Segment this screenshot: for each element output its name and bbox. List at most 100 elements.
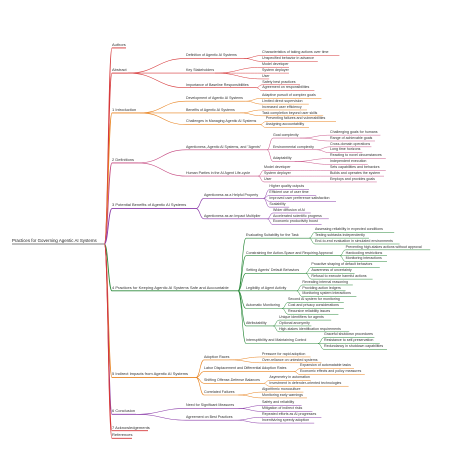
branch-4-child-0: Agenticness as a Helpful Property bbox=[204, 193, 259, 198]
branch-6-child-3: Correlated Failures bbox=[204, 389, 235, 394]
leaf-2-2-1: Assigning accountability bbox=[265, 122, 305, 127]
leaf-1-0-0: Characteristics of taking actions over t… bbox=[262, 50, 329, 55]
leaf-link-3-0-0-1 bbox=[299, 137, 331, 142]
child-link-1-0-0 bbox=[243, 55, 263, 59]
leaf-3-1-1: System deployer bbox=[264, 170, 291, 175]
leaf-1-2-0: Safety best practices bbox=[262, 79, 296, 84]
root-link-9 bbox=[103, 243, 113, 439]
subleaf-3-1-2-0: Employs and provides goals bbox=[330, 176, 375, 181]
child-link-5-4-2 bbox=[281, 308, 289, 315]
branch-5-child-2: Setting Agents' Default Behaviors bbox=[246, 268, 300, 273]
leaf-link-3-0-2-0 bbox=[294, 158, 331, 162]
leaf-2-0-0: Adaptive pursuit of complex goals bbox=[262, 93, 316, 98]
child-link-5-2-2 bbox=[305, 273, 312, 280]
leaf-5-6-2: Redundancy in shutdown capabilities bbox=[324, 344, 384, 349]
child-link-7-1-1 bbox=[234, 419, 263, 424]
leaf-6-2-0: Asymmetry in automation bbox=[269, 375, 310, 380]
child-link-3-0-2 bbox=[266, 149, 274, 162]
branch-link-5-6 bbox=[237, 290, 247, 344]
branch-link-7-0 bbox=[135, 408, 187, 415]
subleaf-3-0-1-0: Cross-domain operations bbox=[330, 141, 371, 146]
leaf-4-1-2: Economic productivity boost bbox=[273, 219, 318, 224]
child-link-5-0-2 bbox=[308, 237, 316, 245]
branch-5-child-4: Automatic Monitoring bbox=[246, 303, 280, 308]
subleaf-3-0-0-1: Range of achievable goals bbox=[330, 135, 373, 140]
root-link-5 bbox=[103, 243, 113, 292]
leaf-5-3-1: Providing action ledgers bbox=[302, 285, 341, 290]
branch-link-7-1 bbox=[135, 414, 187, 421]
child-link-2-0-0 bbox=[245, 98, 263, 102]
leaf-5-2-1: Awareness of uncertainty bbox=[311, 268, 352, 273]
child-link-2-0-1 bbox=[245, 100, 263, 105]
branch-link-4-1 bbox=[195, 208, 205, 220]
branch-5-child-0: Evaluating Suitability for the Task bbox=[246, 232, 299, 237]
branch-9: References bbox=[112, 432, 133, 438]
subleaf-3-0-2-1: Independent execution bbox=[330, 159, 367, 164]
subleaf-3-1-1-0: Builds and operates the system bbox=[330, 170, 381, 175]
branch-3-child-1: Human Parties in the AI Agent Life-cycle bbox=[186, 170, 251, 175]
child-link-6-3-1 bbox=[238, 394, 263, 399]
child-link-2-1-1 bbox=[239, 112, 263, 117]
child-link-1-2-1 bbox=[256, 87, 263, 91]
branch-2-child-0: Development of Agentic AI Systems bbox=[186, 95, 243, 100]
branch-link-2-0 bbox=[139, 100, 187, 114]
leaf-1-1-1: System deployer bbox=[262, 67, 289, 72]
leaf-3-0-0: Goal complexity bbox=[273, 132, 299, 137]
branch-4-child-1: Agenticness as an Impact Multiplier bbox=[204, 213, 261, 218]
branch-link-3-1 bbox=[137, 162, 187, 177]
branch-6-child-2: Shifting Offense-Defense Balances bbox=[204, 378, 260, 383]
child-link-7-0-1 bbox=[238, 408, 263, 412]
leaf-7-1-1: Incentivizing speedy adoption bbox=[262, 417, 310, 422]
branch-link-5-0 bbox=[237, 237, 247, 292]
branch-7-child-0: Need for Significant Measures bbox=[186, 403, 235, 408]
branch-link-6-0 bbox=[195, 359, 205, 378]
branch-link-6-3 bbox=[195, 377, 205, 396]
child-link-6-3-0 bbox=[238, 391, 263, 396]
child-link-5-6-2 bbox=[317, 343, 325, 350]
branch-1-child-2: Importance of Baseline Responsibilities bbox=[186, 82, 249, 87]
subleaf-3-0-0-0: Challenging goals for humans bbox=[330, 129, 378, 134]
leaf-5-4-2: Recursive reliability issues bbox=[288, 309, 331, 314]
child-link-3-1-2 bbox=[257, 175, 265, 183]
branch-6: 5 Indirect Impacts from Agentic AI Syste… bbox=[112, 371, 189, 377]
root-link-4 bbox=[103, 208, 113, 245]
branch-5-child-3: Legibility of Agent Activity bbox=[246, 285, 287, 290]
leaf-6-1-0: Expansion of automatable tasks bbox=[300, 363, 351, 368]
branch-1-child-0: Definition of Agentic AI Systems bbox=[186, 53, 237, 58]
child-link-5-1-2 bbox=[339, 255, 346, 262]
leaf-6-2-1: Investment in defender-oriented technolo… bbox=[269, 381, 342, 386]
leaf-6-3-1: Monitoring early warnings bbox=[262, 392, 303, 397]
branch-5-child-5: Attributability bbox=[246, 320, 267, 325]
leaf-5-4-0: Second AI system for monitoring bbox=[288, 297, 340, 302]
branch-2-child-1: Benefits of Agentic AI Systems bbox=[186, 107, 235, 112]
leaf-3-1-0: Model developer bbox=[264, 165, 291, 170]
leaf-7-0-0: Safety and reliability bbox=[262, 400, 295, 405]
leaf-6-0-0: Pressure for rapid adoption bbox=[262, 351, 306, 356]
branch-6-child-1: Labor Displacement and Differential Adop… bbox=[204, 366, 287, 371]
leaf-5-5-0: Unique identifiers for agents bbox=[279, 314, 324, 319]
branch-link-3-0 bbox=[137, 149, 187, 164]
root-node: Practices for Governing Agentic AI Syste… bbox=[12, 237, 97, 243]
branch-5: 4 Practices for Keeping Agentic AI Syste… bbox=[112, 284, 229, 290]
branch-0: Authors bbox=[112, 41, 126, 47]
leaf-4-1-1: Accelerated scientific progress bbox=[273, 213, 322, 218]
branch-2-child-2: Challenges in Managing Agentic AI System… bbox=[186, 119, 257, 124]
leaf-5-3-2: Monitoring system interactions bbox=[302, 291, 351, 296]
leaf-5-2-0: Proactive shaping of default behaviors bbox=[311, 262, 373, 267]
child-link-1-1-2 bbox=[214, 72, 263, 80]
leaf-6-3-0: Algorithmic monoculture bbox=[262, 386, 301, 391]
child-link-2-2-1 bbox=[259, 124, 266, 128]
leaf-5-2-2: Refusal to execute harmful actions bbox=[311, 273, 367, 278]
leaf-4-0-3: Scalability bbox=[269, 201, 286, 206]
child-link-3-0-0 bbox=[266, 137, 274, 151]
leaf-2-0-1: Limited direct supervision bbox=[262, 98, 303, 103]
leaf-5-3-0: Revealing internal reasoning bbox=[302, 279, 348, 284]
leaf-5-6-1: Resistance to self-preservation bbox=[324, 338, 374, 343]
leaf-1-1-0: Model developer bbox=[262, 62, 289, 67]
leaf-3-0-1: Environmental complexity bbox=[273, 144, 314, 149]
leaf-1-1-2: User bbox=[262, 73, 270, 78]
branch-3: 2 Definitions bbox=[112, 156, 135, 162]
branch-link-4-0 bbox=[195, 198, 205, 209]
